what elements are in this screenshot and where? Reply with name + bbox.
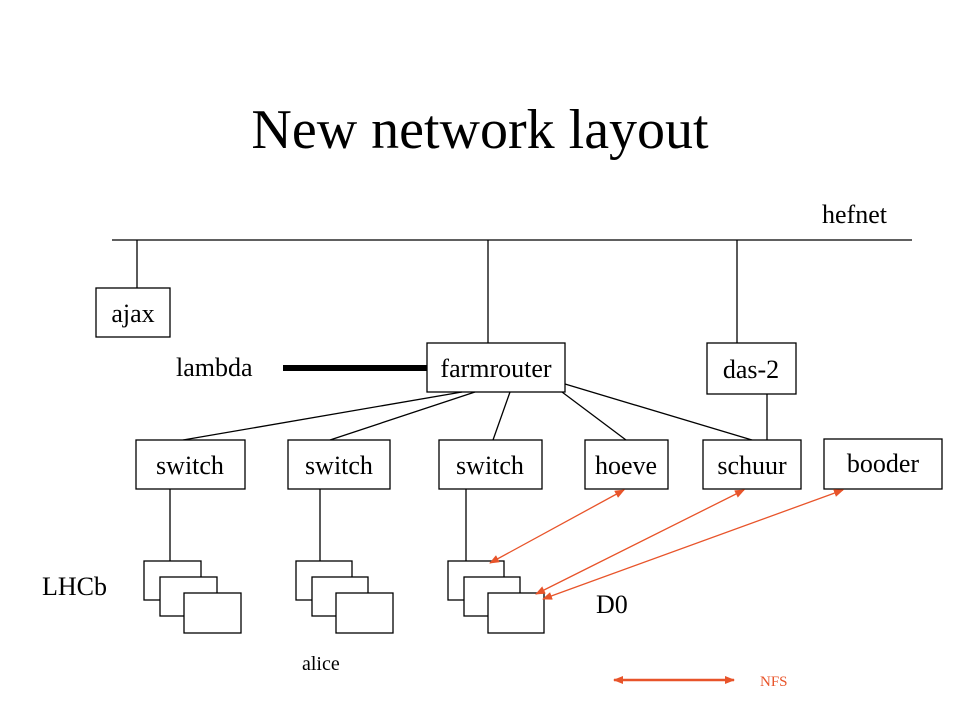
farmrouter-label: farmrouter — [440, 354, 552, 383]
lambda-label: lambda — [176, 353, 253, 382]
machine-stack-lhcb — [143, 560, 242, 634]
hoeve-label: hoeve — [595, 451, 657, 480]
node-booder: booder — [823, 438, 943, 490]
lhcb-label: LHCb — [42, 572, 107, 601]
machine — [487, 592, 545, 634]
hefnet-label: hefnet — [822, 200, 888, 229]
d0-label: D0 — [596, 590, 628, 619]
switch-3-label: switch — [456, 451, 524, 480]
nfs-arrow-booder — [542, 489, 844, 600]
machine-stack-d0 — [447, 560, 545, 634]
page-title: New network layout — [251, 99, 709, 161]
booder-label: booder — [847, 449, 920, 478]
nfs-legend: NFS — [613, 674, 788, 690]
ajax-label: ajax — [111, 299, 154, 328]
switch-1-label: switch — [156, 451, 224, 480]
alice-label: alice — [302, 653, 340, 675]
node-schuur: schuur — [702, 439, 802, 490]
nfs-arrow-schuur — [535, 489, 745, 595]
node-switch-1: switch — [135, 439, 246, 490]
node-farmrouter: farmrouter — [426, 342, 566, 393]
switch-2-label: switch — [305, 451, 373, 480]
nfs-arrow-hoeve — [489, 489, 625, 564]
node-hoeve: hoeve — [584, 439, 669, 490]
farmrouter-fanout — [182, 383, 753, 441]
node-ajax: ajax — [95, 287, 171, 338]
node-switch-2: switch — [287, 439, 391, 490]
schuur-label: schuur — [717, 451, 787, 480]
das2-label: das-2 — [723, 355, 779, 384]
machine — [183, 592, 242, 634]
node-switch-3: switch — [438, 439, 543, 490]
nfs-legend-label: NFS — [760, 674, 788, 690]
machine — [335, 592, 394, 634]
node-das2: das-2 — [706, 342, 797, 395]
machine-stack-alice — [295, 560, 394, 634]
